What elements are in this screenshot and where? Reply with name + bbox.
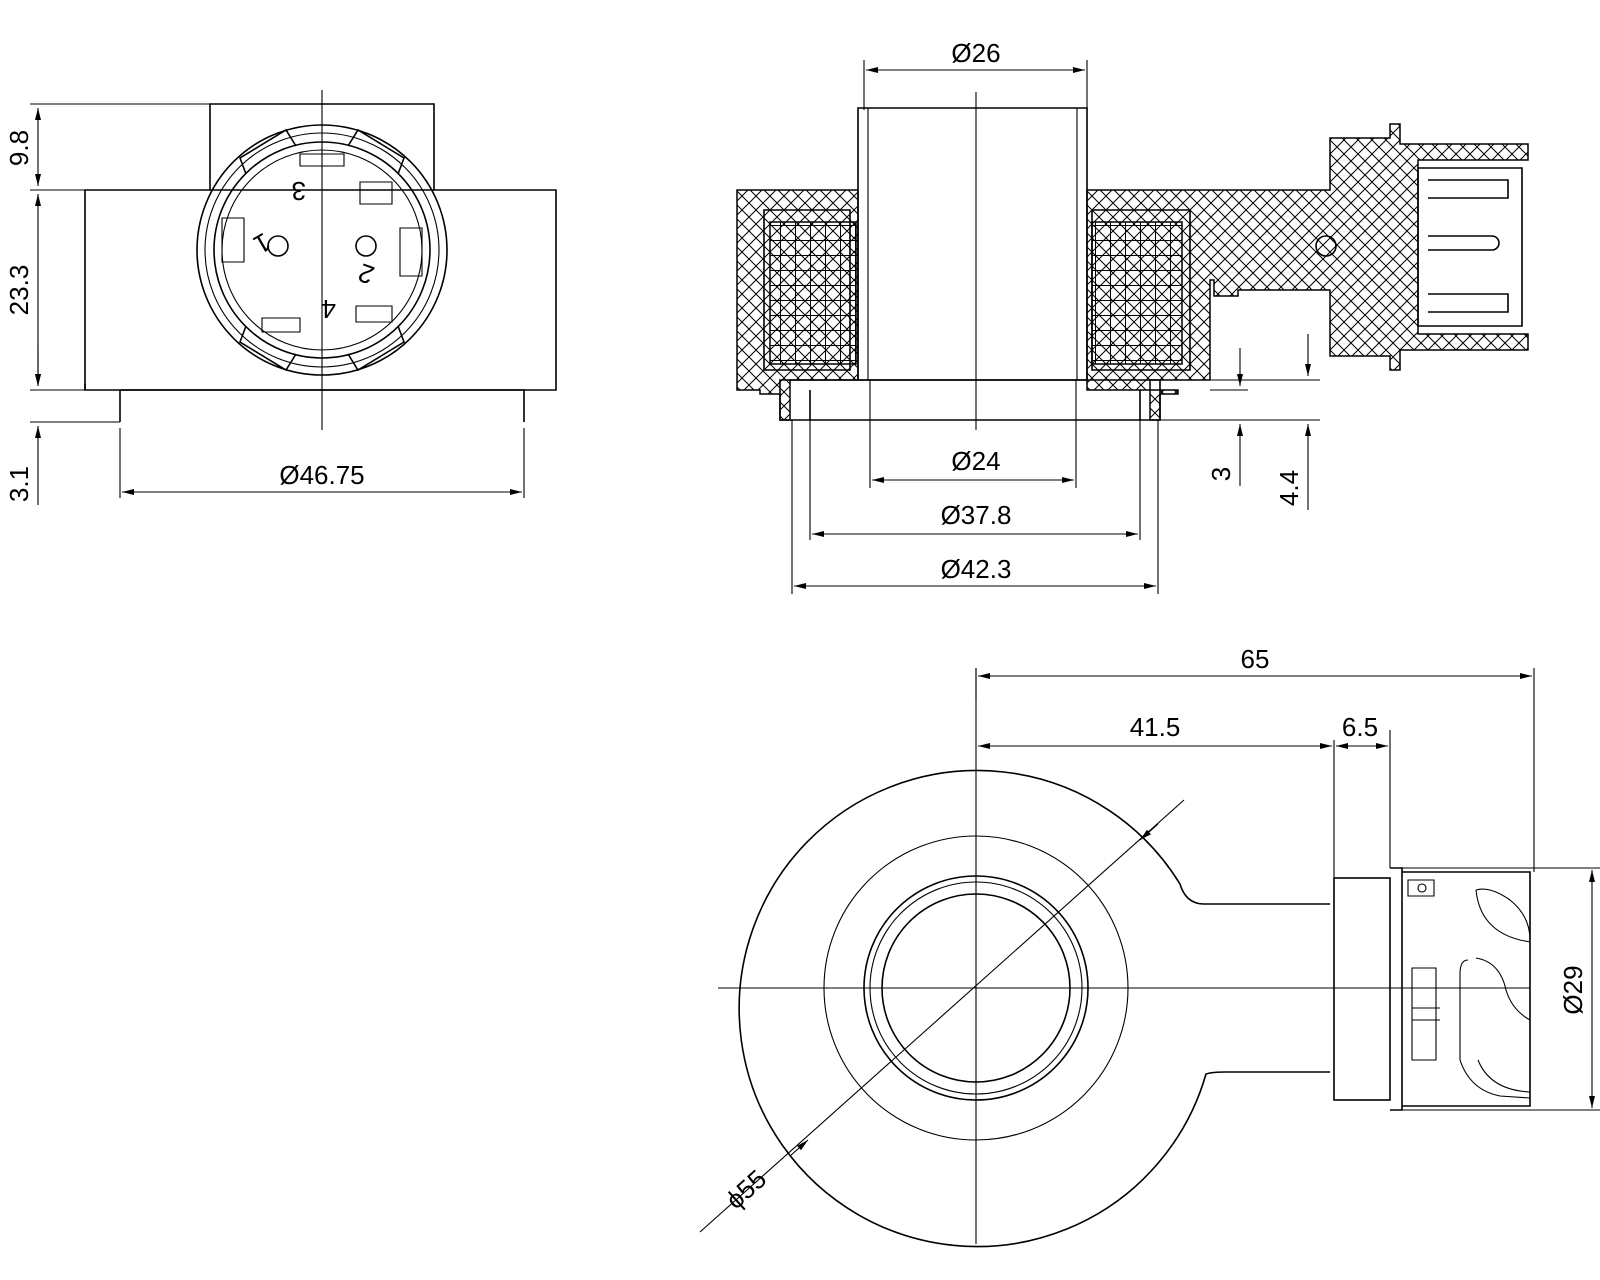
dim-diameter-top: Ø26 xyxy=(951,38,1000,68)
section-view-housing xyxy=(736,107,1529,421)
pin-1 xyxy=(267,235,289,257)
section-view: Ø26 Ø24 Ø37.8 Ø42.3 3 4.4 xyxy=(736,38,1529,594)
dim-height-step: 3 xyxy=(1206,467,1236,481)
dim-diameter-outer: Ø46.75 xyxy=(279,460,364,490)
plan-view-connector xyxy=(1333,867,1531,1111)
plan-view: 65 41.5 6.5 Ø29 ϕ55 xyxy=(699,644,1600,1248)
dim-length-flange: 6.5 xyxy=(1342,712,1378,742)
pin-label-3: 3 xyxy=(292,176,306,206)
pin-label-4: 4 xyxy=(322,294,336,324)
plan-view-coil xyxy=(738,769,1330,1248)
dim-diameter-step2: Ø42.3 xyxy=(941,554,1012,584)
pin-2 xyxy=(355,235,377,257)
dim-length-total: 65 xyxy=(1241,644,1270,674)
pin-label-1: 1 xyxy=(248,227,276,260)
dim-height-body: 23.3 xyxy=(4,265,34,316)
dim-height-top: 9.8 xyxy=(4,130,34,166)
plan-view-centerlines xyxy=(699,668,1530,1244)
section-view-dimensions: Ø26 Ø24 Ø37.8 Ø42.3 3 4.4 xyxy=(791,38,1320,594)
pin-label-2: 2 xyxy=(354,257,378,290)
dim-diameter-bore: Ø24 xyxy=(951,446,1000,476)
dim-height-total-step: 4.4 xyxy=(1274,470,1304,506)
plan-view-dimensions: 65 41.5 6.5 Ø29 ϕ55 xyxy=(720,644,1600,1215)
dim-height-base: 3.1 xyxy=(4,466,34,502)
dim-diameter-step1: Ø37.8 xyxy=(941,500,1012,530)
end-view-dimensions: 9.8 23.3 3.1 Ø46.75 xyxy=(4,103,525,505)
dim-length-center: 41.5 xyxy=(1130,712,1181,742)
dim-diameter-plug: Ø29 xyxy=(1558,965,1588,1014)
end-view: 1 2 3 4 9.8 23.3 3.1 Ø46.75 xyxy=(4,90,557,505)
